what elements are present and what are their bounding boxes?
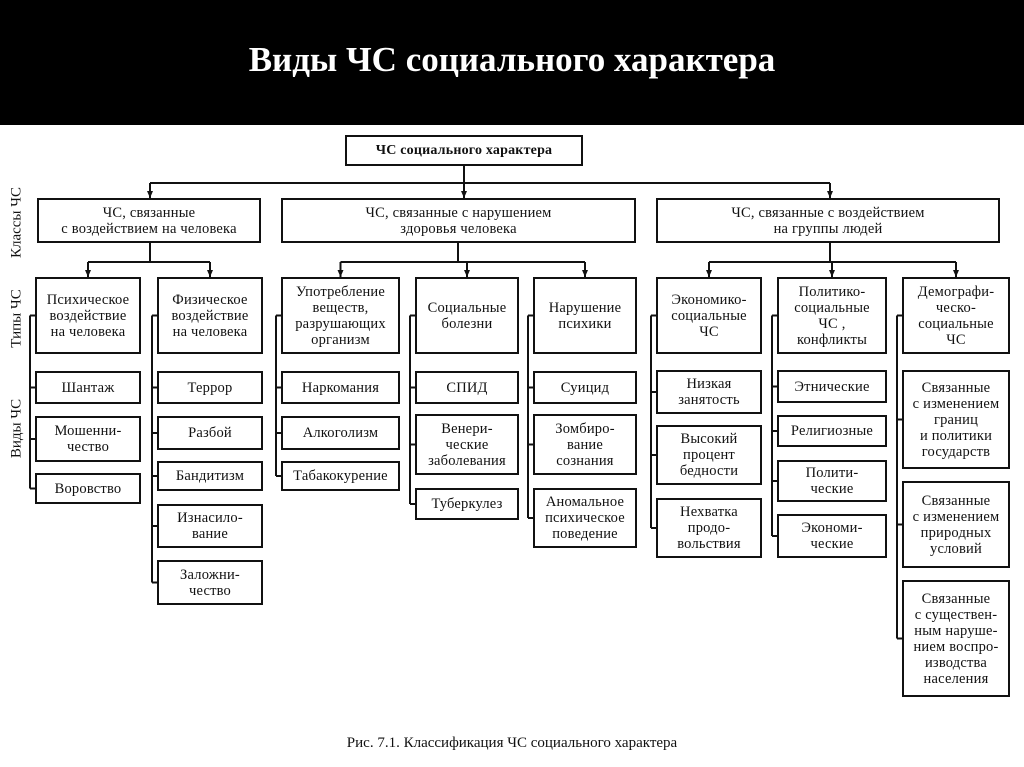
type-node: Социальные болезни (415, 277, 519, 354)
kind-node: Суицид (533, 371, 637, 404)
kind-node: Бандитизм (157, 461, 263, 491)
root-node: ЧС социального характера (345, 135, 583, 166)
arrow-head (461, 191, 467, 198)
arrow-head (337, 270, 344, 277)
kind-node: Религиозные (777, 415, 887, 447)
kind-node: Разбой (157, 416, 263, 450)
kind-node: Мошенни- чество (35, 416, 141, 462)
arrow-head (582, 270, 588, 277)
type-node: Нарушение психики (533, 277, 637, 354)
kind-node: Этнические (777, 370, 887, 403)
kind-node: Связанные с изменением природных условий (902, 481, 1010, 568)
side-label-types: Типы ЧС (8, 289, 25, 348)
kind-node: Шантаж (35, 371, 141, 404)
kind-node: Низкая занятость (656, 370, 762, 414)
type-node: Психическое воздействие на человека (35, 277, 141, 354)
kind-node: Связанные с изменением границ и политики… (902, 370, 1010, 469)
slide-title: Виды ЧС социального характера (248, 40, 776, 79)
type-node: Демографи- ческо- социальные ЧС (902, 277, 1010, 354)
arrow-head (207, 270, 213, 277)
kind-node: СПИД (415, 371, 519, 404)
kind-node: Наркомания (281, 371, 400, 404)
arrow-head (953, 270, 959, 277)
arrow-head (464, 270, 470, 277)
kind-node: Воровство (35, 473, 141, 504)
kind-node: Аномальное психическое поведение (533, 488, 637, 548)
kind-node: Изнасило- вание (157, 504, 263, 548)
class-node: ЧС, связанные с нарушением здоровья чело… (281, 198, 636, 243)
class-node: ЧС, связанные с воздействием на группы л… (656, 198, 1000, 243)
type-node: Употребление веществ, разрушающих органи… (281, 277, 400, 354)
kind-node: Полити- ческие (777, 460, 887, 502)
kind-node: Экономи- ческие (777, 514, 887, 558)
title-bar: Виды ЧС социального характера (0, 0, 1024, 125)
kind-node: Венери- ческие заболевания (415, 414, 519, 475)
type-node: Физическое воздействие на человека (157, 277, 263, 354)
arrow-head (85, 270, 91, 277)
side-label-classes: Классы ЧС (8, 186, 25, 259)
arrow-head (829, 270, 835, 277)
kind-node: Табакокурение (281, 461, 400, 491)
kind-node: Высокий процент бедности (656, 425, 762, 485)
kind-node: Зомбиро- вание сознания (533, 414, 637, 475)
arrow-head (706, 270, 712, 277)
class-node: ЧС, связанные с воздействием на человека (37, 198, 261, 243)
kind-node: Террор (157, 371, 263, 404)
arrow-head (147, 191, 153, 198)
kind-node: Заложни- чество (157, 560, 263, 605)
arrow-head (827, 191, 833, 198)
type-node: Экономико- социальные ЧС (656, 277, 762, 354)
figure-caption: Рис. 7.1. Классификация ЧС социального х… (346, 735, 678, 751)
kind-node: Нехватка продо- вольствия (656, 498, 762, 558)
kind-node: Связанные с существен- ным наруше- нием … (902, 580, 1010, 697)
type-node: Политико- социальные ЧС , конфликты (777, 277, 887, 354)
kind-node: Туберкулез (415, 488, 519, 520)
side-label-kinds: Виды ЧС (8, 398, 25, 459)
kind-node: Алкоголизм (281, 416, 400, 450)
